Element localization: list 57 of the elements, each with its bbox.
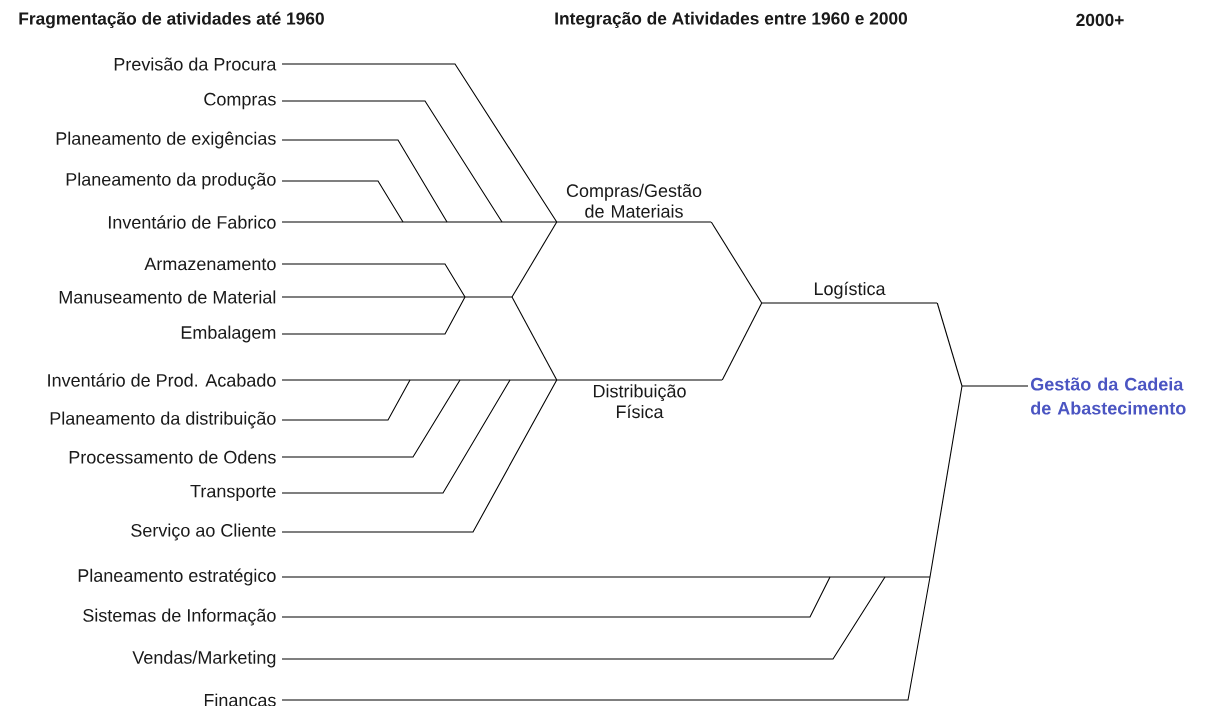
stage-label: Distribuição Física (556, 379, 723, 419)
connector-line (829, 576, 886, 578)
connector-line (281, 263, 466, 298)
activity-label: Planeamento estratégico (78, 568, 276, 586)
activity-label: Previsão da Procura (114, 57, 277, 71)
column-heading: Integração de Atividades entre 1960 e 2000 (555, 11, 908, 29)
activity-label: Compras (204, 92, 276, 110)
connector-line (281, 576, 931, 701)
connector-line (281, 379, 511, 494)
activity-label: Embalagem (181, 325, 276, 343)
connector-line (409, 379, 461, 381)
activity-label: Inventário de Fabrico (108, 215, 276, 229)
connector-line (446, 221, 503, 223)
connector-line (511, 296, 558, 381)
activity-label: Planeamento da produção (66, 172, 276, 190)
activity-label: Serviço ao Cliente (131, 523, 276, 541)
connector-line (936, 302, 963, 387)
connector-line (509, 379, 558, 381)
activity-label: Planeamento da distribuição (50, 411, 276, 429)
activity-label: Processamento de Odens (69, 450, 276, 464)
connector-line (281, 576, 886, 660)
connector-line (929, 385, 963, 578)
stage-label: Compras/Gestão de Materiais (556, 183, 712, 223)
connector-line (281, 100, 503, 223)
connector-line (281, 379, 461, 458)
activity-label: Inventário de Prod. Acabado (48, 373, 276, 387)
column-heading: Fragmentação de atividades até 1960 (19, 11, 324, 29)
activity-label: Sistemas de Informação (83, 608, 276, 626)
activity-label: Transporte (190, 484, 276, 502)
connector-line (281, 180, 404, 223)
activity-label: Planeamento de exigências (56, 131, 276, 149)
connector-line (281, 63, 558, 223)
connector-line (402, 221, 448, 223)
connector-line (281, 296, 466, 298)
connector-line (501, 221, 558, 223)
connector-line (281, 379, 411, 421)
connector-line (961, 385, 1029, 387)
activity-label: Vendas/Marketing (132, 650, 276, 668)
connector-line (464, 296, 513, 298)
connector-line (281, 296, 466, 335)
connector-line (281, 139, 448, 223)
activity-label: Manuseamento de Material (59, 290, 276, 304)
column-heading: 2000+ (1076, 13, 1124, 27)
connector-line (281, 379, 411, 381)
connector-line (721, 302, 763, 381)
connector-line (281, 221, 404, 223)
connector-line (710, 221, 763, 304)
stage-label: Logística (761, 281, 938, 304)
goal-label: Gestão da Cadeia de Abastecimento (1031, 377, 1186, 415)
connector-line (884, 576, 931, 578)
connector-line (281, 576, 831, 618)
connector-line (459, 379, 511, 381)
connector-line (281, 379, 558, 533)
activity-label: Armazenamento (144, 257, 276, 271)
activity-label: Financas (204, 693, 276, 706)
connector-line (281, 576, 831, 578)
connector-line (511, 221, 558, 298)
